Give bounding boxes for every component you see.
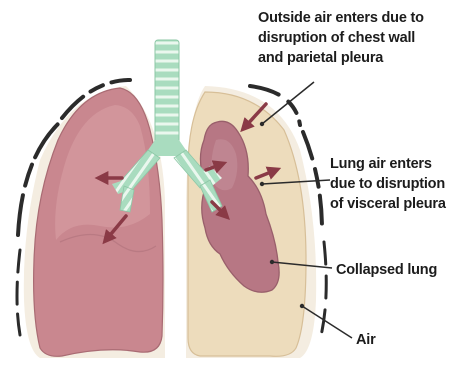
label-outside-air-line-3: and parietal pleura [258, 48, 424, 68]
label-lung-air: Lung air enters due to disruption of vis… [330, 154, 446, 214]
label-lung-air-line-3: of visceral pleura [330, 194, 446, 214]
leader-dot-lung-air [260, 182, 264, 186]
label-outside-air-line-1: Outside air enters due to [258, 8, 424, 28]
label-collapsed-lung-text: Collapsed lung [336, 260, 437, 280]
trachea [155, 40, 179, 148]
label-air: Air [356, 330, 376, 350]
leader-dot-outside [260, 122, 264, 126]
label-collapsed-lung: Collapsed lung [336, 260, 437, 280]
label-outside-air-line-2: disruption of chest wall [258, 28, 424, 48]
label-lung-air-line-2: due to disruption [330, 174, 446, 194]
label-outside-air: Outside air enters due to disruption of … [258, 8, 424, 68]
label-air-text: Air [356, 330, 376, 350]
label-lung-air-line-1: Lung air enters [330, 154, 446, 174]
leader-outside-air [262, 82, 314, 124]
leader-dot-collapsed [270, 260, 274, 264]
leader-dot-air [300, 304, 304, 308]
